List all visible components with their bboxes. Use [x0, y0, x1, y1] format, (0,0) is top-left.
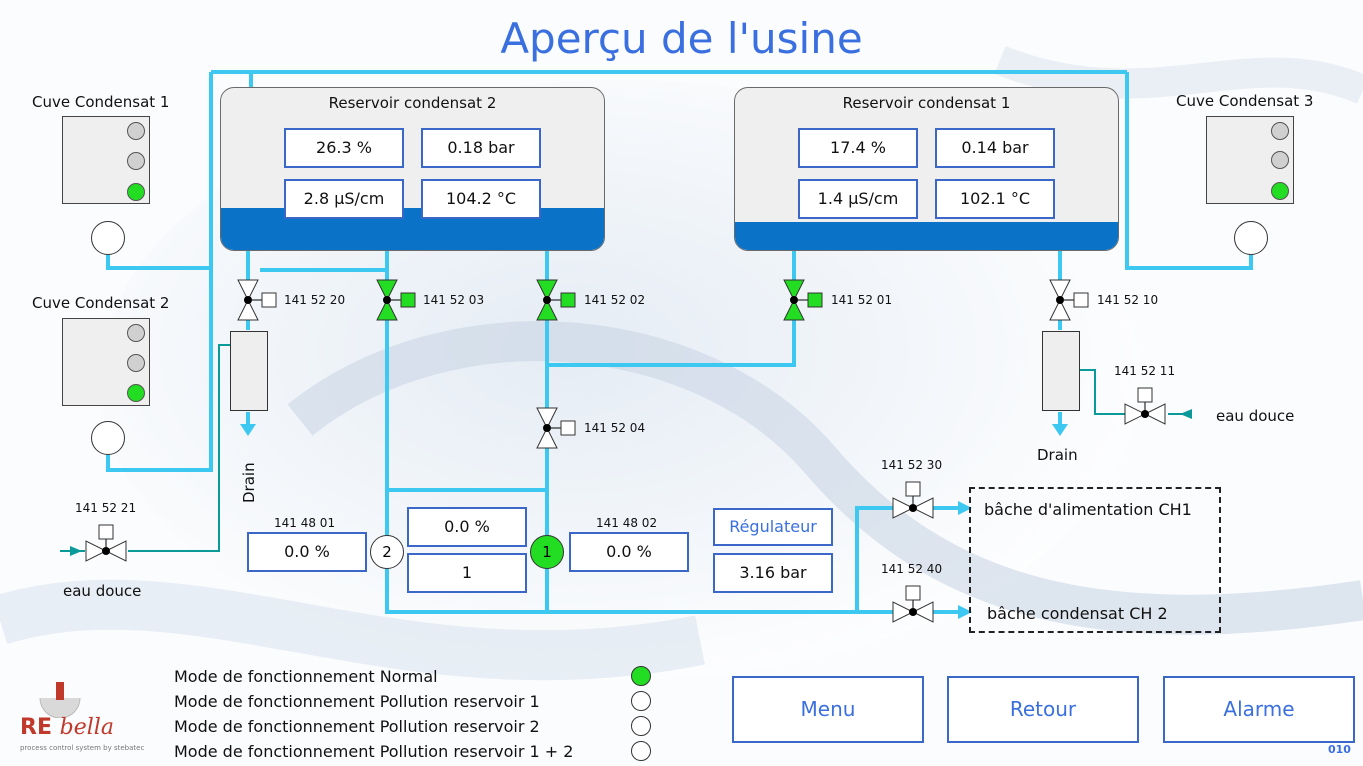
pump-1-tag: 141 48 02: [596, 516, 658, 530]
reservoir-2-level-value: 26.3 %: [284, 128, 404, 168]
destination-ch2-label: bâche condensat CH 2: [987, 604, 1168, 623]
cuve-1-label: Cuve Condensat 1: [32, 93, 170, 111]
drain-left-label: Drain: [240, 462, 258, 503]
mode-pollution-2-radio[interactable]: [631, 716, 651, 736]
cuve-condensat-2[interactable]: [62, 318, 150, 406]
reservoir-2-conductivity-value: 2.8 µS/cm: [284, 179, 404, 219]
mode-normal-label: Mode de fonctionnement Normal: [174, 667, 438, 686]
cuve-3-pump-icon[interactable]: [1234, 221, 1268, 255]
cuve-3-label: Cuve Condensat 3: [1176, 92, 1314, 110]
valve-141-52-20-tag[interactable]: 141 52 20: [284, 293, 346, 307]
pump-middle-value[interactable]: 0.0 %: [407, 507, 527, 547]
pump-1-speed-value[interactable]: 0.0 %: [569, 532, 689, 572]
regulator-pressure-value: 3.16 bar: [713, 553, 833, 593]
reservoir-1-label: Reservoir condensat 1: [842, 94, 1011, 112]
reservoir-condensat-1[interactable]: Reservoir condensat 1: [734, 87, 1119, 251]
valve-141-52-03-tag[interactable]: 141 52 03: [423, 293, 485, 307]
cuve-2-lamp-top: [127, 324, 145, 342]
reservoir-1-temperature-value: 102.1 °C: [935, 179, 1055, 219]
pump-2-icon[interactable]: 2: [370, 535, 404, 569]
menu-button[interactable]: Menu: [732, 676, 924, 743]
regulator-button[interactable]: Régulateur: [713, 508, 833, 546]
cuve-condensat-1[interactable]: [62, 116, 150, 204]
eau-douce-left-label: eau douce: [63, 582, 142, 600]
pump-2-tag: 141 48 01: [274, 516, 336, 530]
mode-pollution-1-2-radio[interactable]: [631, 741, 651, 761]
rebella-logo-icon: [39, 682, 81, 718]
reservoir-2-level-fill: [221, 208, 604, 250]
cuve-1-lamp-middle: [127, 152, 145, 170]
cuve-3-lamp-bottom: [1271, 182, 1289, 200]
pump-1-number: 1: [542, 543, 552, 561]
valve-141-52-02-tag[interactable]: 141 52 02: [584, 293, 646, 307]
reservoir-condensat-2[interactable]: Reservoir condensat 2: [220, 87, 605, 251]
cuve-3-lamp-top: [1271, 122, 1289, 140]
cuve-1-lamp-bottom: [127, 183, 145, 201]
valve-141-52-01-tag[interactable]: 141 52 01: [831, 293, 893, 307]
valve-141-52-40-tag[interactable]: 141 52 40: [881, 562, 943, 576]
cuve-2-lamp-middle: [127, 354, 145, 372]
page-number: 010: [1328, 743, 1351, 756]
reservoir-1-pressure-value: 0.14 bar: [935, 128, 1055, 168]
drain-right-label: Drain: [1037, 446, 1078, 464]
logo-subtitle: process control system by stebatec: [20, 744, 145, 752]
pump-selected-value[interactable]: 1: [407, 553, 527, 593]
reservoir-2-label: Reservoir condensat 2: [328, 94, 497, 112]
cuve-3-lamp-middle: [1271, 151, 1289, 169]
cuve-condensat-3[interactable]: [1206, 116, 1294, 204]
logo-re: RE: [20, 715, 52, 740]
cuve-1-pump-icon[interactable]: [91, 221, 125, 255]
cuve-2-label: Cuve Condensat 2: [32, 294, 170, 312]
destinations-box: [969, 487, 1221, 633]
valve-141-52-21-tag[interactable]: 141 52 21: [75, 501, 137, 515]
destination-ch1-label: bâche d'alimentation CH1: [984, 500, 1192, 519]
cuve-2-lamp-bottom: [127, 384, 145, 402]
pump-2-speed-value[interactable]: 0.0 %: [247, 532, 367, 572]
valve-141-52-04-tag[interactable]: 141 52 04: [584, 421, 646, 435]
retour-button[interactable]: Retour: [947, 676, 1139, 743]
eau-douce-right-label: eau douce: [1216, 407, 1295, 425]
reservoir-2-temperature-value: 104.2 °C: [421, 179, 541, 219]
cuve-1-lamp-top: [127, 122, 145, 140]
alarme-button[interactable]: Alarme: [1163, 676, 1355, 743]
mode-pollution-1-2-label: Mode de fonctionnement Pollution reservo…: [174, 742, 574, 761]
reservoir-1-level-fill: [735, 222, 1118, 250]
valve-141-52-11-tag[interactable]: 141 52 11: [1114, 364, 1176, 378]
mode-normal-radio[interactable]: [631, 666, 651, 686]
mode-pollution-2-label: Mode de fonctionnement Pollution reservo…: [174, 717, 540, 736]
pump-1-icon[interactable]: 1: [530, 535, 564, 569]
reservoir-1-conductivity-value: 1.4 µS/cm: [798, 179, 918, 219]
filter-left: [230, 331, 268, 411]
reservoir-1-level-value: 17.4 %: [798, 128, 918, 168]
pump-2-number: 2: [382, 543, 392, 561]
mode-pollution-1-radio[interactable]: [631, 691, 651, 711]
valve-141-52-10-tag[interactable]: 141 52 10: [1097, 293, 1159, 307]
mode-pollution-1-label: Mode de fonctionnement Pollution reservo…: [174, 692, 540, 711]
valve-141-52-30-tag[interactable]: 141 52 30: [881, 458, 943, 472]
filter-right: [1042, 331, 1080, 411]
reservoir-2-pressure-value: 0.18 bar: [421, 128, 541, 168]
page-title: Aperçu de l'usine: [500, 14, 863, 63]
cuve-2-pump-icon[interactable]: [91, 421, 125, 455]
logo-bella: bella: [59, 715, 114, 740]
